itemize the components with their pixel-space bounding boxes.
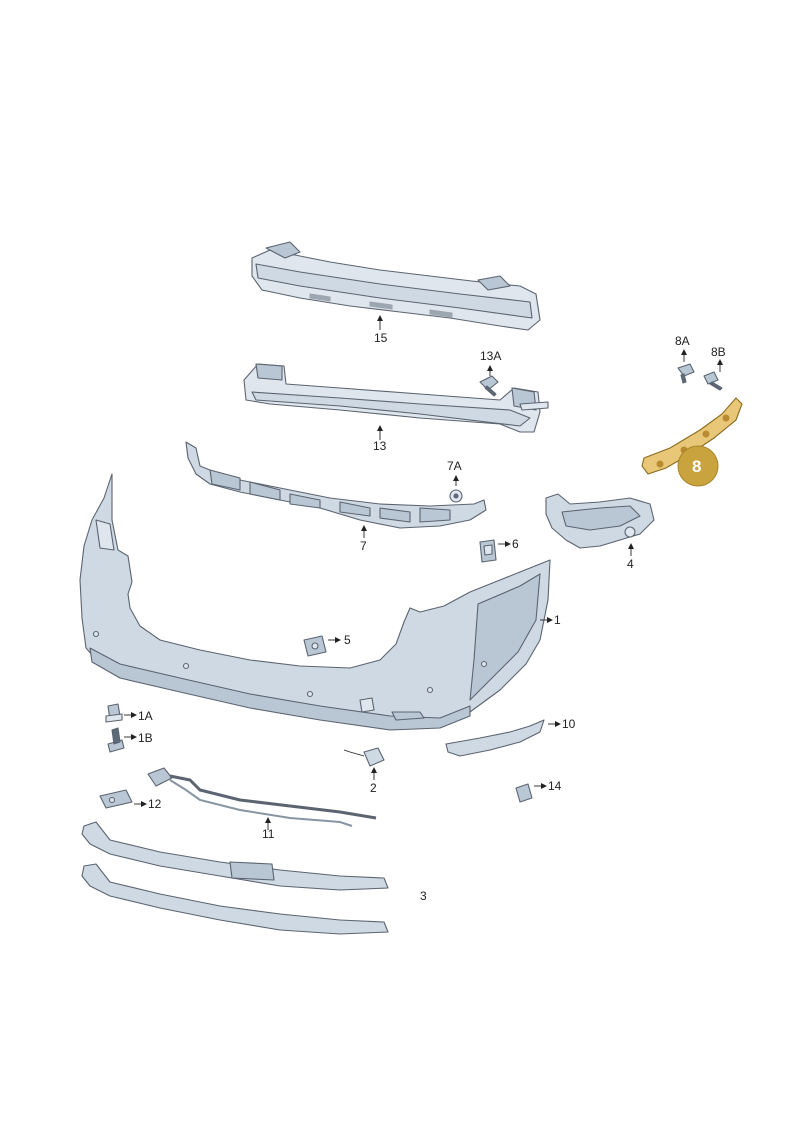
label-1A: 1A <box>138 709 153 723</box>
label-3: 3 <box>420 889 427 903</box>
label-13A: 13A <box>480 349 501 363</box>
label-7: 7 <box>360 539 367 553</box>
part-8B-screw[interactable] <box>703 371 723 391</box>
part-7A-clip[interactable] <box>449 489 463 503</box>
label-13: 13 <box>373 439 387 453</box>
highlight-badge-8[interactable]: 8 <box>677 445 719 487</box>
part-1B-screw[interactable] <box>107 727 125 753</box>
label-12: 12 <box>148 797 162 811</box>
part-14-clip[interactable] <box>515 783 533 803</box>
part-11-wiring-harness[interactable] <box>147 767 377 827</box>
part-3-lower-spoiler-upper[interactable] <box>81 821 389 891</box>
part-4-side-guide[interactable] <box>545 493 655 549</box>
part-2-tow-cap[interactable] <box>343 747 385 767</box>
label-8: 8 <box>692 457 701 476</box>
part-13-bumper-reinforcement[interactable] <box>243 363 549 433</box>
part-1A-fastener[interactable] <box>105 703 123 723</box>
label-14: 14 <box>548 779 562 793</box>
label-1: 1 <box>554 613 561 627</box>
part-1-bumper-cover[interactable] <box>79 473 551 731</box>
label-15: 15 <box>374 331 388 345</box>
part-8-side-bracket[interactable] <box>641 397 743 475</box>
label-1B: 1B <box>138 731 153 745</box>
part-6-clip[interactable] <box>479 539 497 563</box>
label-11: 11 <box>262 827 275 841</box>
label-8A: 8A <box>675 334 690 348</box>
part-12-bracket[interactable] <box>99 789 133 809</box>
label-6: 6 <box>512 537 519 551</box>
label-4: 4 <box>627 557 634 571</box>
part-10-trim-strip[interactable] <box>445 719 545 757</box>
label-2: 2 <box>370 781 377 795</box>
part-5-clip[interactable] <box>303 635 327 657</box>
label-7A: 7A <box>447 459 462 473</box>
part-8A-screw[interactable] <box>677 363 695 384</box>
label-8B: 8B <box>711 345 726 359</box>
part-13A-bolt[interactable] <box>479 375 499 397</box>
label-10: 10 <box>562 717 576 731</box>
part-15-energy-absorber[interactable] <box>251 241 541 331</box>
part-7-bumper-guide[interactable] <box>185 441 487 529</box>
part-3-lower-spoiler-lower[interactable] <box>81 863 389 935</box>
label-5: 5 <box>344 633 351 647</box>
